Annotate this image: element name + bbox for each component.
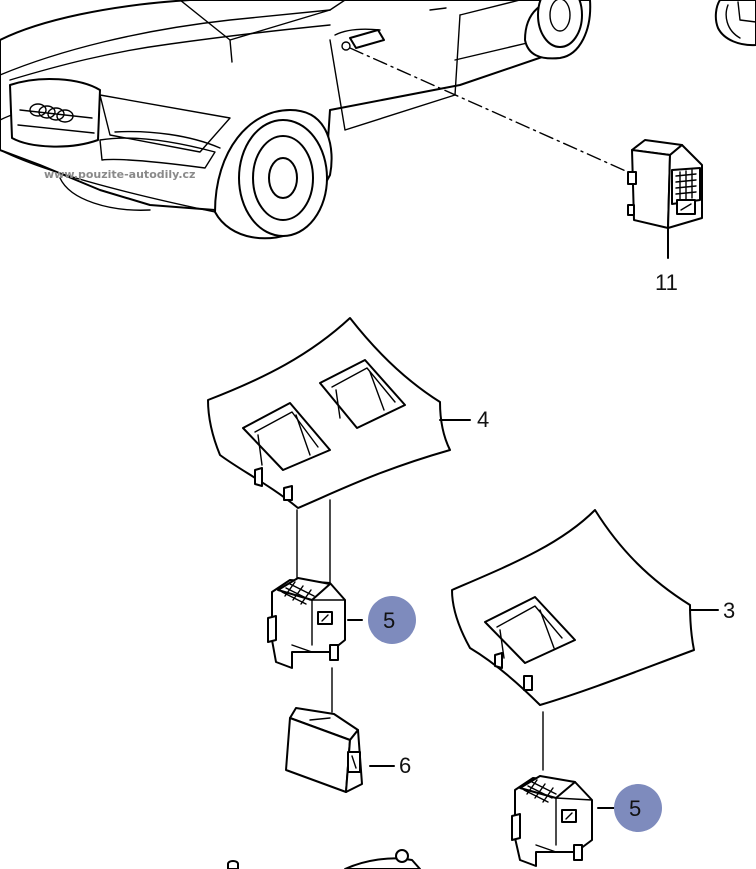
callout-5-upper: 5 <box>383 608 395 633</box>
callout-4: 4 <box>477 407 489 432</box>
highlight-badge-5-upper <box>368 596 416 644</box>
switch-grip-icon <box>281 581 315 605</box>
part-5-window-switch-lower <box>511 775 617 867</box>
connector-4-to-5 <box>296 499 331 583</box>
part-11-door-switch <box>627 139 703 259</box>
part-4-double-switch-trim <box>207 317 471 509</box>
watermark-text: www.pouzite-autodily.cz <box>44 168 195 181</box>
callout-11: 11 <box>655 270 678 295</box>
callout-5-lower: 5 <box>629 796 641 821</box>
top-right-partial-part <box>714 0 756 47</box>
bottom-partial-parts <box>227 849 421 869</box>
switch-grip-icon <box>523 779 557 803</box>
callout-3: 3 <box>723 598 735 623</box>
callout-6: 6 <box>399 753 411 778</box>
audi-logo-icon <box>29 103 74 123</box>
highlight-badge-5-lower <box>614 784 662 832</box>
part-3-single-switch-trim <box>451 509 719 706</box>
leader-door-to-part-11 <box>349 47 629 173</box>
car-illustration: www.pouzite-autodily.cz <box>0 0 592 240</box>
part-6-control-module <box>285 707 395 793</box>
switch-grip-icon <box>675 169 697 201</box>
part-5-window-switch-upper <box>267 577 363 669</box>
